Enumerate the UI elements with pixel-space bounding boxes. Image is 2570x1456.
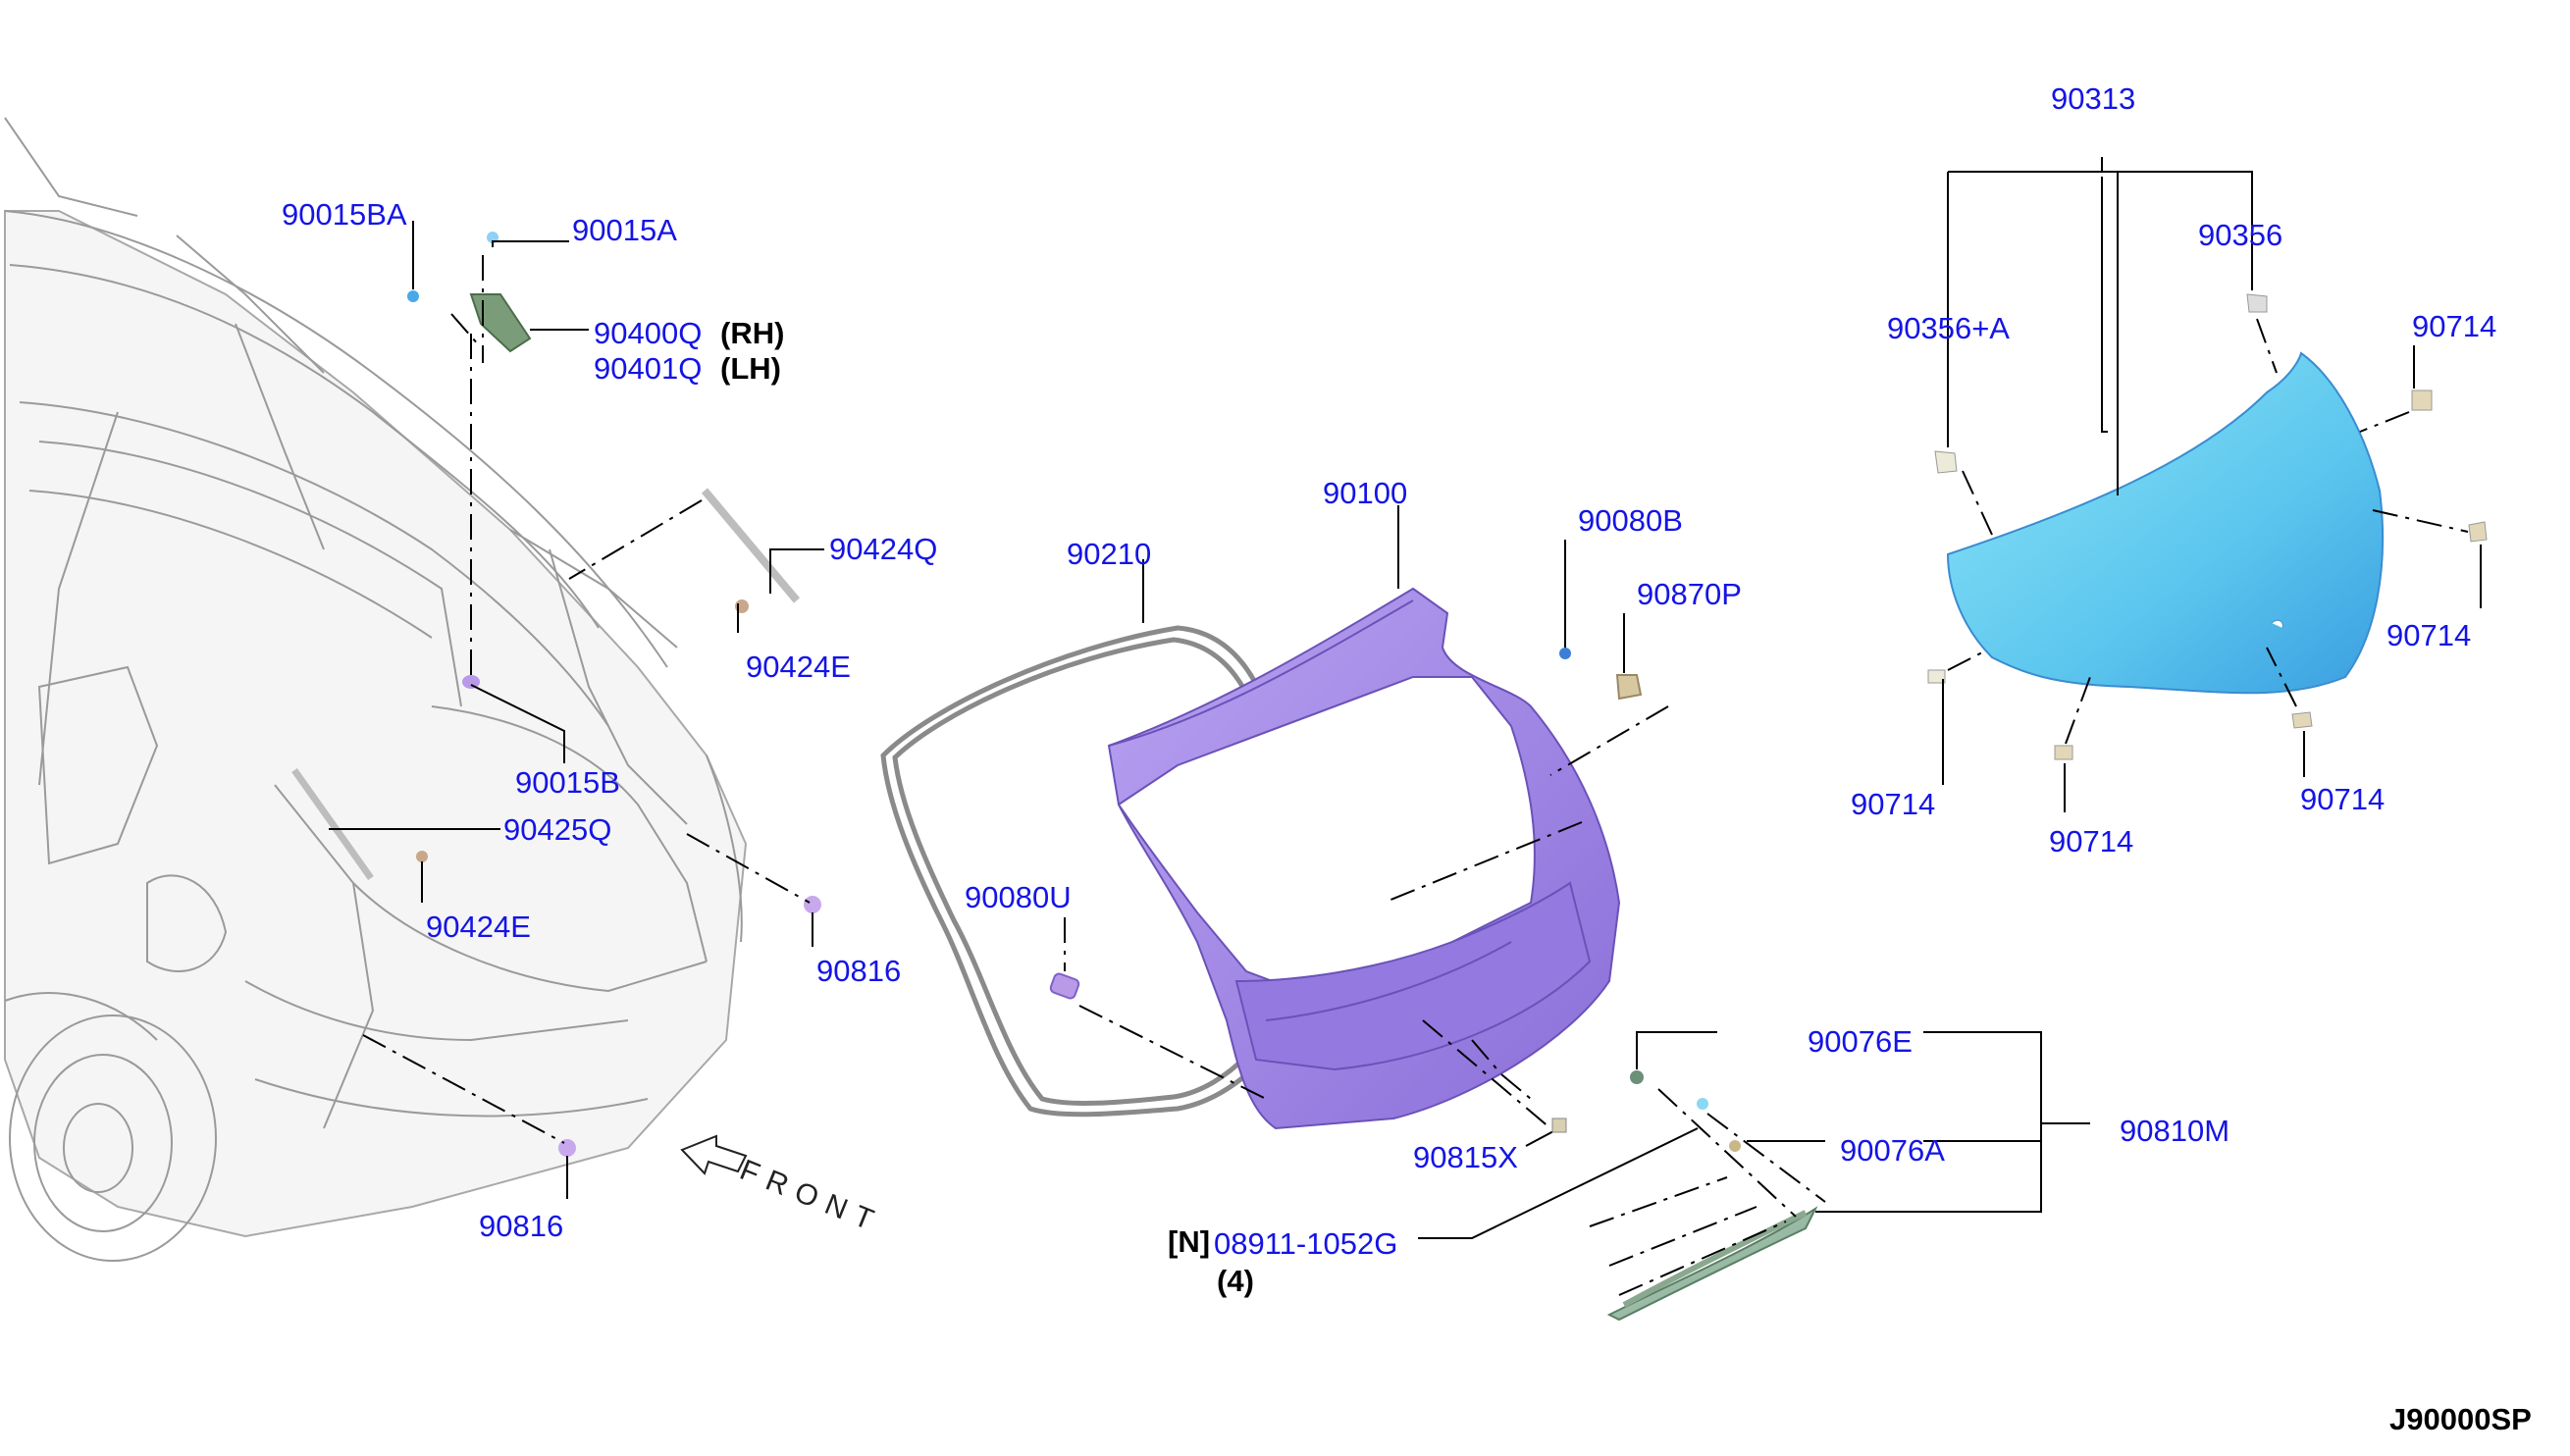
label-90816-right: 90816 bbox=[816, 954, 901, 988]
label-90810M: 90810M bbox=[2120, 1114, 2229, 1148]
label-90714-c: 90714 bbox=[1851, 787, 1935, 821]
label-90080B: 90080B bbox=[1578, 503, 1683, 538]
label-90815X: 90815X bbox=[1413, 1140, 1518, 1174]
label-bolt-code: 08911-1052G bbox=[1214, 1226, 1397, 1261]
label-90400Q: 90400Q bbox=[594, 316, 702, 350]
label-bolt-qty: (4) bbox=[1217, 1264, 1254, 1298]
label-90015B: 90015B bbox=[515, 765, 620, 800]
label-90401Q-side: (LH) bbox=[720, 351, 781, 386]
door-leader-lines bbox=[1064, 505, 1669, 1147]
label-90816-bottom: 90816 bbox=[479, 1209, 563, 1243]
weatherstrip-seal bbox=[880, 625, 1318, 1118]
left-small-parts bbox=[291, 232, 821, 1157]
label-90015BA: 90015BA bbox=[282, 197, 407, 232]
label-90870P: 90870P bbox=[1637, 577, 1742, 611]
label-90425Q: 90425Q bbox=[503, 812, 611, 847]
label-90400Q-side: (RH) bbox=[720, 316, 784, 350]
vehicle-body-illustration bbox=[4, 117, 748, 1262]
label-90313: 90313 bbox=[2051, 81, 2135, 116]
part-labels: 90015BA 90015A 90400Q (RH) 90401Q (LH) 9… bbox=[282, 81, 2532, 1436]
back-window-glass bbox=[1927, 293, 2488, 760]
diagram-code: J90000SP bbox=[2389, 1402, 2532, 1436]
label-90714-d: 90714 bbox=[2049, 824, 2133, 858]
label-90076A: 90076A bbox=[1840, 1133, 1945, 1168]
rear-spoiler bbox=[1606, 1070, 1818, 1322]
label-bolt-prefix: [N] bbox=[1168, 1224, 1210, 1259]
label-90714-e: 90714 bbox=[2300, 782, 2385, 816]
front-direction-arrow: FRONT bbox=[680, 1134, 887, 1240]
back-door-panel bbox=[1049, 587, 1643, 1130]
label-90714-b: 90714 bbox=[2386, 618, 2471, 652]
label-90076E: 90076E bbox=[1808, 1024, 1913, 1059]
glass-leader-lines bbox=[1942, 157, 2482, 812]
label-90424E-bottom: 90424E bbox=[426, 910, 531, 944]
label-90210: 90210 bbox=[1067, 537, 1151, 571]
front-label: FRONT bbox=[735, 1154, 887, 1240]
label-90100: 90100 bbox=[1323, 476, 1407, 510]
label-90424E-top: 90424E bbox=[746, 650, 851, 684]
label-90401Q: 90401Q bbox=[594, 351, 702, 386]
label-90356A: 90356+A bbox=[1887, 311, 2010, 345]
label-90015A: 90015A bbox=[572, 213, 677, 247]
label-90356: 90356 bbox=[2198, 218, 2282, 252]
label-90080U: 90080U bbox=[965, 880, 1072, 914]
label-90714-a: 90714 bbox=[2412, 309, 2496, 343]
left-leader-lines bbox=[329, 221, 824, 1199]
label-90424Q: 90424Q bbox=[829, 532, 937, 566]
spoiler-leader-lines bbox=[1418, 1031, 2090, 1296]
